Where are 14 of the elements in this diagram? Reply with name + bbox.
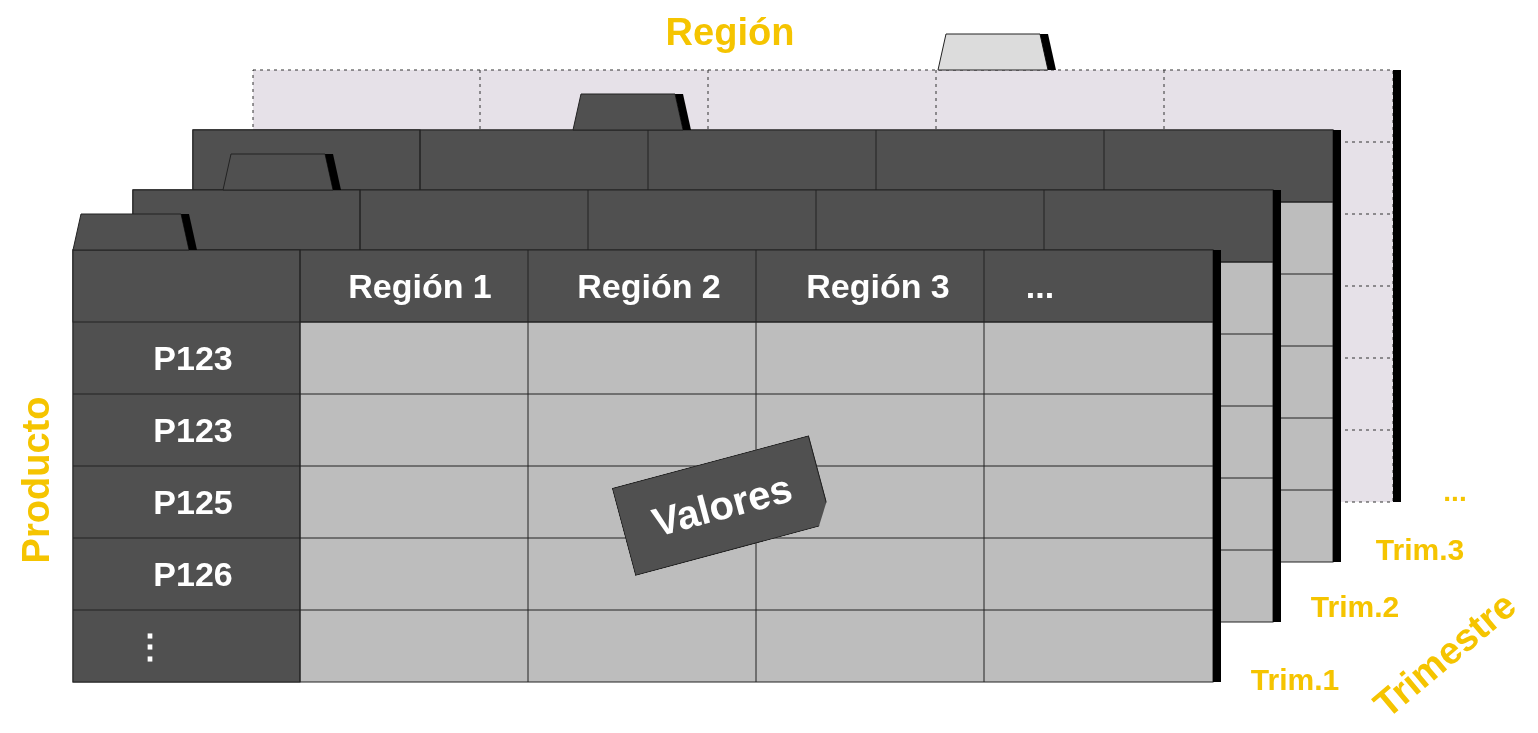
axis-title: Región <box>665 10 795 54</box>
axis-label: Trim.1 <box>1250 663 1340 697</box>
header-text: ... <box>1025 266 1055 306</box>
header-text: Región 1 <box>348 266 492 306</box>
header-text: Región 3 <box>806 266 950 306</box>
header-text: P125 <box>153 482 233 522</box>
axis-label: Trim.3 <box>1375 533 1465 567</box>
header-text: P123 <box>153 410 233 450</box>
axis-title: Producto <box>14 396 58 564</box>
header-text: Región 2 <box>577 266 721 306</box>
header-text: P123 <box>153 338 233 378</box>
header-text: ⋮ <box>133 626 167 666</box>
axis-label: ... <box>1443 476 1467 508</box>
header-text: P126 <box>153 554 233 594</box>
